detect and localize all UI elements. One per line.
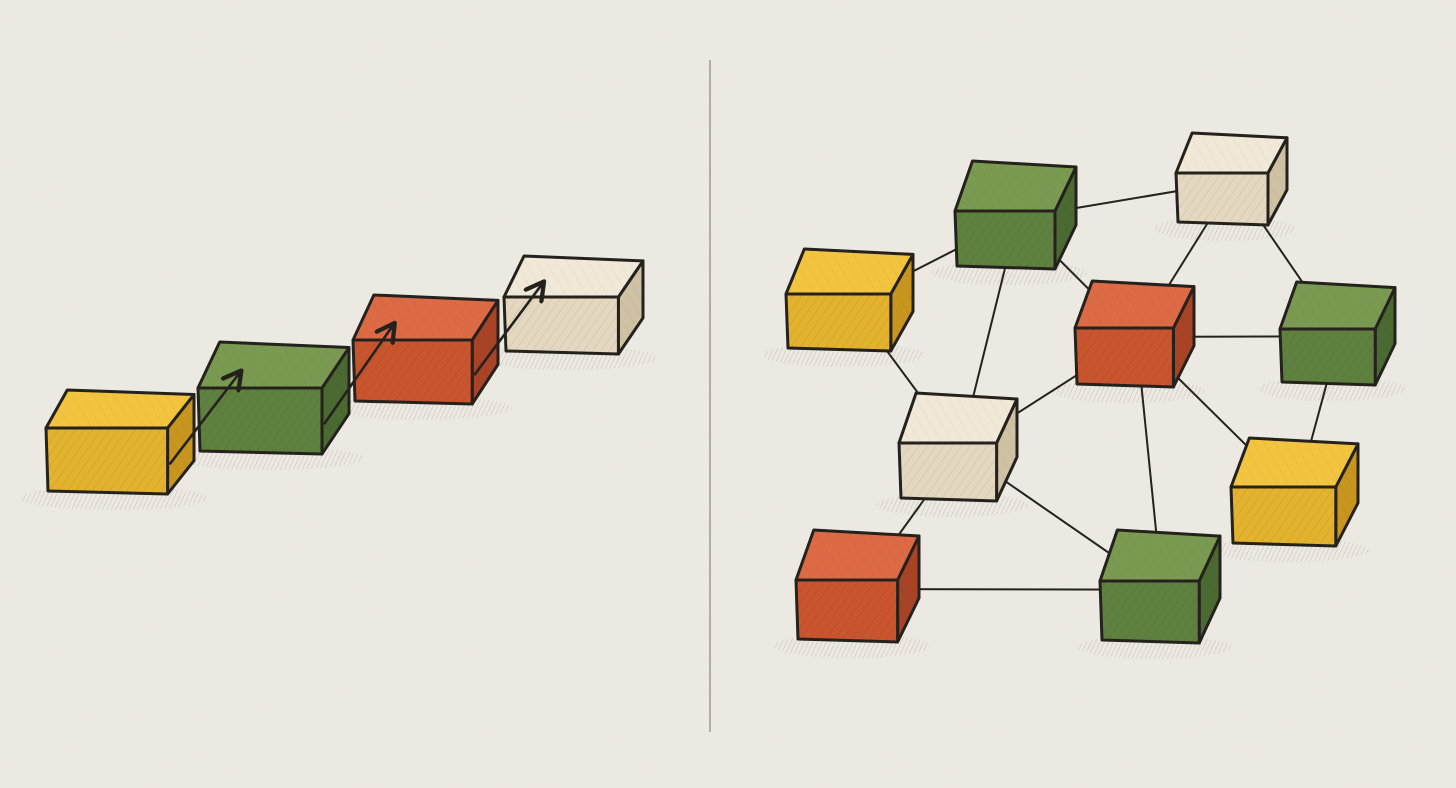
block-texture [1176,133,1287,173]
block-texture [322,347,349,454]
block-texture [1335,443,1358,546]
chain-arrow [473,281,544,376]
block-texture [899,443,997,501]
block-texture [1075,328,1174,387]
block-texture [1199,536,1220,643]
block-texture [1100,530,1220,581]
block-texture [786,294,891,351]
block-texture [1100,581,1200,643]
block-texture [198,342,349,388]
block-green [1077,528,1231,659]
sequential-chain-blocks [19,254,657,510]
block-green [171,340,364,470]
block-texture [472,300,498,404]
block-texture [899,393,1017,443]
block-texture [1375,287,1395,385]
block-texture [1231,438,1358,487]
block-texture [46,428,168,494]
block-texture [167,394,194,494]
block-texture [504,297,619,354]
block-texture [504,256,643,297]
block-yellow [1207,436,1370,562]
block-texture [890,254,913,351]
block-cream [478,254,657,370]
sequential-chain-arrows [168,281,544,466]
block-red [1052,279,1205,403]
sequential-chain-panel [19,254,657,510]
block-texture [996,399,1017,501]
block-cream [1154,131,1297,241]
block-red [772,528,931,658]
block-texture [955,161,1076,211]
block-green [1257,280,1406,401]
block-yellow [19,388,209,510]
network-graph-blocks [762,131,1406,659]
block-texture [897,536,919,642]
block-green [932,159,1087,285]
block-texture [353,340,473,404]
block-texture [618,260,643,354]
block-texture [1231,487,1336,546]
block-texture [796,530,919,580]
block-texture [1268,137,1287,225]
block-texture [46,390,194,428]
block-texture [1280,329,1376,385]
block-texture [1173,286,1194,387]
block-texture [955,211,1055,269]
block-texture [353,295,498,340]
block-texture [1280,282,1395,329]
block-texture [1176,173,1268,225]
block-cream [876,391,1028,517]
block-yellow [762,247,925,367]
block-texture [796,580,898,642]
chain-arrow [322,323,395,426]
network-graph-panel [762,131,1406,659]
block-texture [1055,167,1076,269]
chain-arrow [168,371,242,466]
block-texture [1075,281,1194,328]
block-texture [198,388,322,454]
block-texture [786,249,913,294]
